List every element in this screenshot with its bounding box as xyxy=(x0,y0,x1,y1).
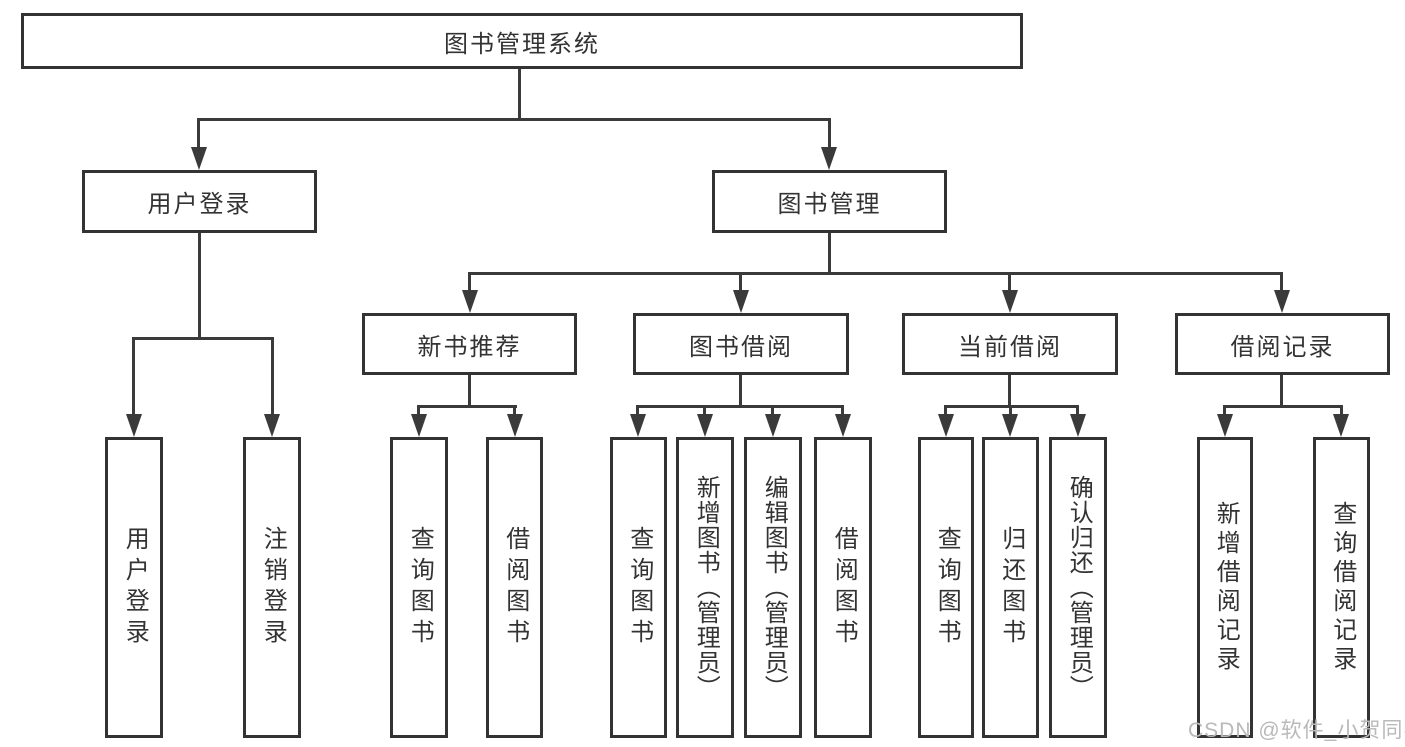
node-label: 借阅图书 xyxy=(501,525,529,650)
node-new-book-recommendation: 新书推荐 xyxy=(362,313,577,375)
connector-line xyxy=(1008,272,1011,293)
node-label: 图书借阅 xyxy=(689,333,793,361)
arrowhead-icon xyxy=(697,414,713,437)
connector-line xyxy=(828,118,831,151)
arrowhead-icon xyxy=(264,414,280,437)
node-label: 借阅记录 xyxy=(1230,333,1335,361)
node-label: 图书管理 xyxy=(777,191,882,218)
node-label: 编辑图书（管理员） xyxy=(760,475,788,700)
arrowhead-icon xyxy=(1274,290,1290,313)
node-leaf-return-books: 归还图书 xyxy=(982,437,1039,738)
connector-line xyxy=(739,375,742,408)
arrowhead-icon xyxy=(630,414,646,437)
node-label: 归还图书 xyxy=(997,525,1025,650)
connector-line xyxy=(468,375,471,408)
node-label: 用户登录 xyxy=(121,525,149,650)
connector-line xyxy=(198,233,201,340)
node-label: 查询借阅记录 xyxy=(1328,500,1356,675)
node-label: 查询图书 xyxy=(933,525,961,650)
node-label: 确认归还（管理员） xyxy=(1065,475,1093,700)
connector-line xyxy=(1280,272,1283,293)
connector-line xyxy=(739,272,742,293)
node-book-management: 图书管理 xyxy=(712,170,947,233)
connector-line xyxy=(771,405,774,417)
connector-line xyxy=(468,272,1283,275)
connector-line xyxy=(132,337,135,417)
connector-line xyxy=(636,405,844,408)
node-leaf-query-borrow-record: 查询借阅记录 xyxy=(1313,437,1370,738)
connector-line xyxy=(197,118,200,151)
arrowhead-icon xyxy=(191,147,207,170)
connector-line xyxy=(828,233,831,275)
arrowhead-icon xyxy=(1070,414,1086,437)
connector-line xyxy=(417,405,420,417)
arrowhead-icon xyxy=(411,414,427,437)
connector-line xyxy=(513,405,516,417)
arrowhead-icon xyxy=(938,414,954,437)
connector-line xyxy=(197,118,831,121)
node-borrowing-records: 借阅记录 xyxy=(1175,313,1390,375)
connector-line xyxy=(1076,405,1079,417)
connector-line xyxy=(518,69,521,121)
connector-line xyxy=(1223,405,1226,417)
node-label: 新增图书（管理员） xyxy=(692,475,720,700)
connector-line xyxy=(271,337,274,417)
arrowhead-icon xyxy=(821,147,837,170)
arrowhead-icon xyxy=(835,414,851,437)
connector-line xyxy=(417,405,517,408)
node-leaf-borrow-books-recommend: 借阅图书 xyxy=(486,437,543,738)
connector-line xyxy=(132,337,274,340)
node-leaf-query-books-borrowing: 查询图书 xyxy=(610,437,667,738)
arrowhead-icon xyxy=(1333,414,1349,437)
connector-line xyxy=(1008,375,1011,408)
connector-line xyxy=(944,405,947,417)
node-label: 注销登录 xyxy=(259,525,287,650)
node-label: 用户登录 xyxy=(147,191,252,218)
connector-line xyxy=(636,405,639,417)
node-leaf-query-books-recommend: 查询图书 xyxy=(390,437,448,738)
arrowhead-icon xyxy=(765,414,781,437)
arrowhead-icon xyxy=(126,414,142,437)
node-leaf-add-books-admin: 新增图书（管理员） xyxy=(676,437,734,738)
connector-line xyxy=(1223,405,1343,408)
node-leaf-add-borrow-record: 新增借阅记录 xyxy=(1197,437,1253,738)
node-label: 查询图书 xyxy=(406,525,434,650)
node-leaf-confirm-return-admin: 确认归还（管理员） xyxy=(1049,437,1107,738)
node-leaf-query-books-current: 查询图书 xyxy=(918,437,974,738)
node-root-library-system: 图书管理系统 xyxy=(21,13,1023,69)
arrowhead-icon xyxy=(507,414,523,437)
node-leaf-borrow-books-borrowing: 借阅图书 xyxy=(814,437,872,738)
connector-line xyxy=(1340,405,1343,417)
node-current-borrowing: 当前借阅 xyxy=(902,313,1118,375)
node-user-login: 用户登录 xyxy=(82,170,317,233)
csdn-watermark: CSDN @软件_小贺同学 xyxy=(1188,719,1405,742)
node-leaf-edit-books-admin: 编辑图书（管理员） xyxy=(744,437,802,738)
node-label: 查询图书 xyxy=(625,525,653,650)
arrowhead-icon xyxy=(1002,414,1018,437)
arrowhead-icon xyxy=(462,290,478,313)
node-leaf-logout: 注销登录 xyxy=(243,437,301,738)
node-label: 当前借阅 xyxy=(958,333,1062,361)
node-label: 新增借阅记录 xyxy=(1212,500,1240,675)
arrowhead-icon xyxy=(1217,414,1233,437)
node-label: 新书推荐 xyxy=(417,333,522,361)
node-leaf-user-login: 用户登录 xyxy=(105,437,163,738)
node-book-borrowing: 图书借阅 xyxy=(633,313,849,375)
connector-line xyxy=(1280,375,1283,408)
connector-line xyxy=(841,405,844,417)
node-label: 图书管理系统 xyxy=(444,30,600,58)
connector-line xyxy=(703,405,706,417)
arrowhead-icon xyxy=(733,290,749,313)
connector-line xyxy=(1009,405,1012,417)
connector-line xyxy=(468,272,471,293)
node-label: 借阅图书 xyxy=(830,525,858,650)
arrowhead-icon xyxy=(1002,290,1018,313)
